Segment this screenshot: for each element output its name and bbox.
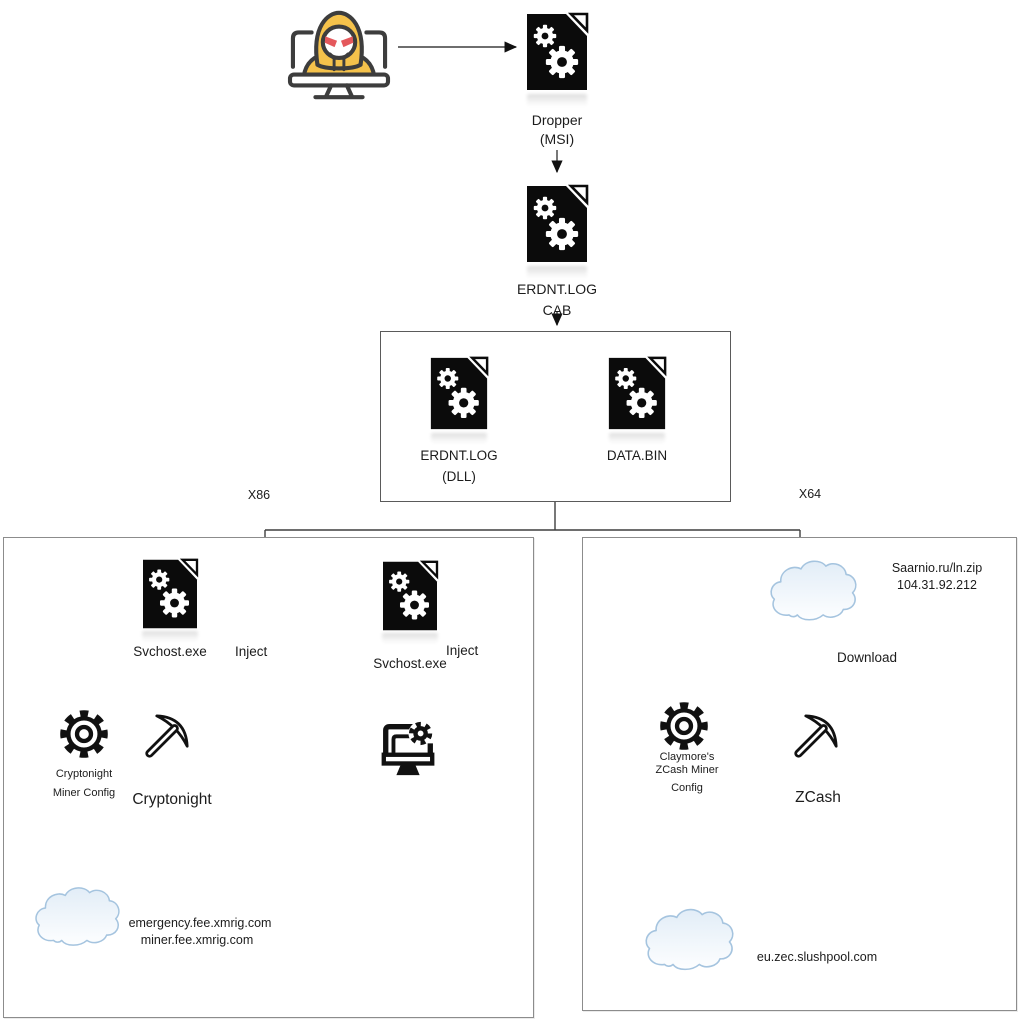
svchost-b-label: Svchost.exe	[373, 656, 447, 671]
x86-branch-label: X86	[247, 488, 271, 502]
zcash-source-label-line2: 104.31.92.212	[897, 578, 977, 592]
slushpool-label: eu.zec.slushpool.com	[756, 950, 878, 964]
data-bin-file-reflection	[609, 433, 665, 444]
svchost-b-file-reflection	[382, 633, 438, 644]
zcash-source-cloud-icon	[767, 555, 859, 627]
claymore-config-label-line2: ZCash Miner	[655, 764, 719, 776]
zcash-pickaxe-icon	[791, 705, 847, 761]
dropper-file-icon	[524, 12, 590, 92]
erdnt-dll-file-reflection	[431, 433, 487, 444]
dropper-file-reflection	[527, 94, 587, 107]
svchost-a-label: Svchost.exe	[133, 644, 207, 659]
cryptonight-config-label-line2: Miner Config	[52, 787, 116, 799]
zcash-source-label-line1: Saarnio.ru/ln.zip	[891, 561, 983, 575]
svchost-a-file-reflection	[142, 631, 198, 642]
dropper-label-line2: (MSI)	[539, 131, 575, 147]
zcash-miner-label: ZCash	[795, 789, 841, 806]
erdnt-dll-label-line2: (DLL)	[442, 469, 476, 484]
xmrig-pool-label-line1: emergency.fee.xmrig.com	[128, 916, 272, 930]
claymore-config-gear-icon	[656, 698, 712, 754]
cab-label-line2: CAB	[542, 302, 572, 318]
inject-b-label: Inject	[446, 643, 479, 658]
erdnt-dll-file-icon	[428, 356, 490, 431]
svchost-a-file-icon	[139, 558, 201, 630]
download-label: Download	[837, 650, 898, 665]
xmrig-pool-cloud-icon	[32, 882, 122, 952]
cab-file-reflection	[527, 266, 587, 279]
dropper-label-line1: Dropper	[531, 112, 583, 128]
data-bin-file-icon	[606, 356, 668, 431]
x64-branch-label: X64	[798, 487, 822, 501]
svchost-b-file-icon	[379, 560, 441, 632]
claymore-config-label-line3: Config	[671, 782, 703, 794]
erdnt-dll-label-line1: ERDNT.LOG	[420, 448, 498, 463]
cryptonight-config-label-line1: Cryptonight	[55, 768, 113, 780]
data-bin-label: DATA.BIN	[606, 448, 668, 463]
slushpool-cloud-icon	[642, 903, 736, 977]
cryptonight-pickaxe-icon	[142, 705, 198, 761]
inject-a-label: Inject	[235, 644, 268, 659]
hacker-icon	[283, 6, 395, 104]
cryptonight-miner-label: Cryptonight	[132, 791, 212, 808]
cab-label-line1: ERDNT.LOG	[516, 281, 598, 297]
xmrig-pool-label-line2: miner.fee.xmrig.com	[140, 933, 254, 947]
claymore-config-label-line1: Claymore's	[659, 751, 715, 763]
monitor-gear-icon	[377, 714, 439, 780]
cab-file-icon	[524, 184, 590, 264]
cryptonight-config-gear-icon	[56, 706, 112, 762]
